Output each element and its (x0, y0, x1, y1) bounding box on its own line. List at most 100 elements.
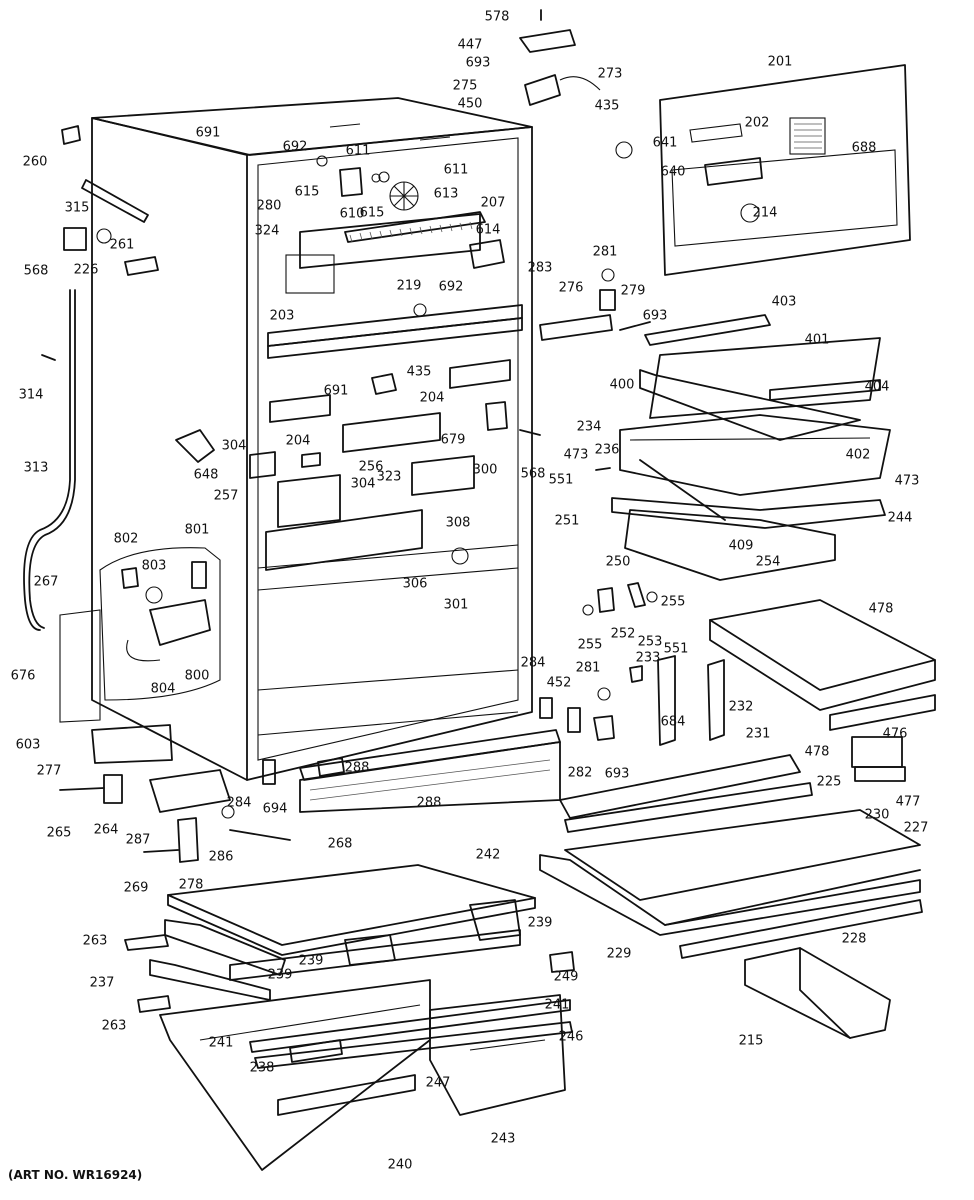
part-number-label: 610 (340, 207, 365, 222)
part-number-label: 261 (110, 238, 135, 253)
drain-tubing (23, 125, 159, 631)
part-number-label: 323 (377, 470, 402, 485)
part-number-label: 688 (852, 141, 877, 156)
freezer-shelves (611, 314, 891, 581)
part-number-label: 684 (661, 715, 686, 730)
part-number-label: 435 (595, 99, 620, 114)
part-number-label: 234 (577, 420, 602, 435)
part-number-label: 239 (299, 954, 324, 969)
part-number-label: 679 (441, 433, 466, 448)
part-number-label: 278 (179, 878, 204, 893)
part-number-label: 287 (126, 833, 151, 848)
part-number-label: 603 (16, 738, 41, 753)
side-panel-and-kit (59, 547, 221, 723)
part-number-label: 231 (746, 727, 771, 742)
part-number-label: 551 (549, 473, 574, 488)
fresh-food-shelves (539, 599, 936, 1039)
part-number-label: 300 (473, 463, 498, 478)
part-number-label: 230 (865, 808, 890, 823)
part-number-label: 281 (576, 661, 601, 676)
part-number-label: 473 (564, 448, 589, 463)
part-number-label: 288 (345, 761, 370, 776)
part-number-label: 304 (351, 477, 376, 492)
part-number-label: 324 (255, 224, 280, 239)
part-number-label: 404 (865, 380, 890, 395)
part-number-label: 238 (250, 1061, 275, 1076)
part-number-label: 477 (896, 795, 921, 810)
part-number-label: 804 (151, 682, 176, 697)
part-number-label: 400 (610, 378, 635, 393)
part-number-label: 225 (817, 775, 842, 790)
part-number-label: 244 (888, 511, 913, 526)
part-number-label: 236 (595, 443, 620, 458)
part-number-label: 268 (328, 837, 353, 852)
part-number-label: 568 (24, 264, 49, 279)
part-number-label: 257 (214, 489, 239, 504)
part-number-label: 246 (559, 1030, 584, 1045)
part-number-label: 247 (426, 1076, 451, 1091)
part-number-label: 239 (528, 916, 553, 931)
part-number-label: 203 (270, 309, 295, 324)
cabinet-bottom-parts (59, 697, 581, 863)
part-number-label: 281 (593, 245, 618, 260)
part-number-label: 409 (729, 539, 754, 554)
part-number-label: 267 (34, 575, 59, 590)
part-number-label: 476 (883, 727, 908, 742)
part-number-label: 301 (444, 598, 469, 613)
evaporator-fan-assembly (285, 123, 505, 294)
small-hardware (41, 268, 658, 777)
part-number-label: 447 (458, 38, 483, 53)
part-number-label: 403 (772, 295, 797, 310)
crisper-assembly (124, 864, 575, 1171)
part-number-label: 611 (346, 144, 371, 159)
part-number-label: 308 (446, 516, 471, 531)
mullion-assembly (267, 303, 523, 359)
part-number-label: 264 (94, 823, 119, 838)
part-number-label: 313 (24, 461, 49, 476)
part-number-label: 228 (842, 932, 867, 947)
part-number-label: 402 (846, 448, 871, 463)
part-number-label: 693 (605, 767, 630, 782)
part-number-label: 256 (359, 460, 384, 475)
part-number-label: 269 (124, 881, 149, 896)
part-number-label: 286 (209, 850, 234, 865)
part-number-label: 254 (756, 555, 781, 570)
part-number-label: 275 (453, 79, 478, 94)
part-number-label: 240 (388, 1158, 413, 1173)
part-number-label: 315 (65, 201, 90, 216)
part-number-label: 283 (528, 261, 553, 276)
part-number-label: 478 (805, 745, 830, 760)
part-number-label: 204 (286, 434, 311, 449)
part-number-label: 691 (196, 126, 221, 141)
part-number-label: 219 (397, 279, 422, 294)
part-number-label: 241 (545, 998, 570, 1013)
part-number-label: 435 (407, 365, 432, 380)
part-number-label: 551 (664, 642, 689, 657)
part-number-label: 401 (805, 333, 830, 348)
part-number-label: 803 (142, 559, 167, 574)
part-number-label: 277 (37, 764, 62, 779)
part-number-label: 253 (638, 635, 663, 650)
part-number-label: 276 (559, 281, 584, 296)
part-number-label: 263 (102, 1019, 127, 1034)
part-number-label: 284 (227, 796, 252, 811)
part-number-label: 242 (476, 848, 501, 863)
part-number-label: 229 (607, 947, 632, 962)
part-number-label: 255 (661, 595, 686, 610)
part-number-label: 691 (324, 384, 349, 399)
part-number-label: 265 (47, 826, 72, 841)
art-number-caption: (ART NO. WR16924) (8, 1168, 143, 1182)
part-number-label: 693 (466, 56, 491, 71)
part-number-label: 304 (222, 439, 247, 454)
part-number-label: 249 (554, 970, 579, 985)
part-number-label: 241 (209, 1036, 234, 1051)
part-number-label: 614 (476, 223, 501, 238)
part-number-label: 260 (23, 155, 48, 170)
part-number-label: 693 (643, 309, 668, 324)
part-number-label: 288 (417, 796, 442, 811)
part-number-label: 641 (653, 136, 678, 151)
part-number-label: 251 (555, 514, 580, 529)
part-number-label: 239 (268, 968, 293, 983)
part-number-label: 201 (768, 55, 793, 70)
part-number-label: 250 (606, 555, 631, 570)
